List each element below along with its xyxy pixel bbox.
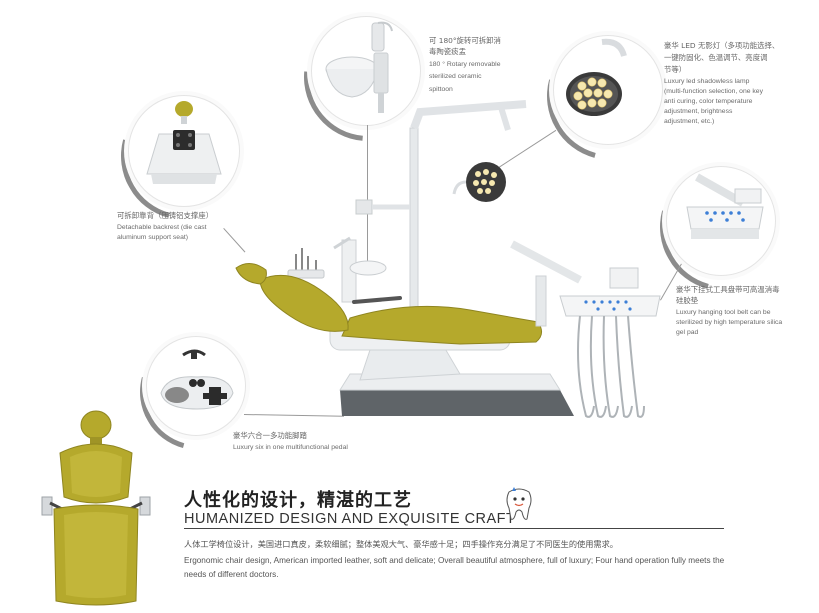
lamp-label-en-line2: (multi-function selection, one key — [664, 88, 763, 95]
lamp-label-en-line4: adjustment, brightness — [664, 108, 733, 115]
section-title-zh: 人性化的设计，精湛的工艺 — [184, 490, 412, 511]
spittoon-label-en-line1: 180 ° Rotary removable — [429, 61, 501, 68]
section-title-en: HUMANIZED DESIGN AND EXQUISITE CRAFT — [184, 511, 516, 527]
spittoon-label-zh-line1: 可 180°旋转可拆卸消 — [429, 36, 501, 45]
backrest-label-zh: 可拆卸靠背（压铸铝支撑座） — [117, 211, 214, 220]
section-description-en-line1: Ergonomic chair design, American importe… — [184, 556, 725, 565]
toolbelt-label-en-line2: sterilized by high temperature silica — [676, 319, 783, 326]
lamp-label-en-line5: adjustment, etc.) — [664, 118, 715, 125]
lamp-label-en-line1: Luxury led shadowless lamp — [664, 78, 750, 85]
toolbelt-label-zh-line2: 硅胶垫 — [676, 296, 699, 305]
doctor-tray — [559, 267, 661, 418]
spittoon-detail-circle — [311, 16, 421, 126]
toolbelt-label-en-line3: gel pad — [676, 329, 699, 336]
spittoon-label-zh-line2: 毒陶瓷痰盂 — [429, 47, 466, 56]
spittoon-detail-image — [325, 21, 393, 113]
pedal-detail-image — [160, 349, 234, 410]
spittoon-leader-line — [367, 125, 368, 265]
section-description-zh: 人体工学椅位设计，美国进口真皮，柔软细腻；整体美观大气、豪华感十足；四手操作充分… — [184, 539, 618, 549]
spittoon-label-en-line2: sterilized ceramic — [429, 73, 482, 80]
pedal-detail-circle — [146, 336, 246, 436]
tooth-mascot-icon — [506, 487, 532, 520]
lamp-detail-image — [566, 38, 627, 116]
section-description-en-line2: needs of different doctors. — [184, 570, 279, 579]
section-divider — [184, 528, 724, 529]
dental-unit-illustration — [235, 100, 661, 418]
backrest-label-en-line2: aluminum support seat) — [117, 234, 189, 241]
backrest-detail-image — [146, 101, 222, 184]
chair-front-view — [41, 410, 151, 606]
lamp-head — [452, 162, 506, 202]
backrest-detail-circle — [128, 95, 240, 207]
lamp-label-zh-line2: 一键防固化、色温调节、亮度调 — [664, 53, 768, 62]
toolbelt-label-zh-line1: 豪华下挂式工具盘带可高温消毒 — [676, 285, 780, 294]
spittoon-label-en-line3: spittoon — [429, 86, 453, 93]
toolbelt-label-en-line1: Luxury hanging tool belt can be — [676, 309, 771, 316]
lamp-detail-circle — [553, 35, 663, 145]
lamp-label-zh-line3: 节等） — [664, 65, 687, 74]
pedal-label-zh: 豪华六合一多功能脚踏 — [233, 431, 307, 440]
toolbelt-detail-circle — [666, 166, 776, 276]
lamp-label-zh-line1: 豪华 LED 无影灯（多项功能选择、 — [664, 41, 780, 50]
pedal-label-en: Luxury six in one multifunctional pedal — [233, 444, 348, 451]
lamp-label-en-line3: anti curing, color temperature — [664, 98, 753, 105]
backrest-label-en-line1: Detachable backrest (die cast — [117, 224, 207, 231]
toolbelt-detail-image — [686, 173, 764, 239]
